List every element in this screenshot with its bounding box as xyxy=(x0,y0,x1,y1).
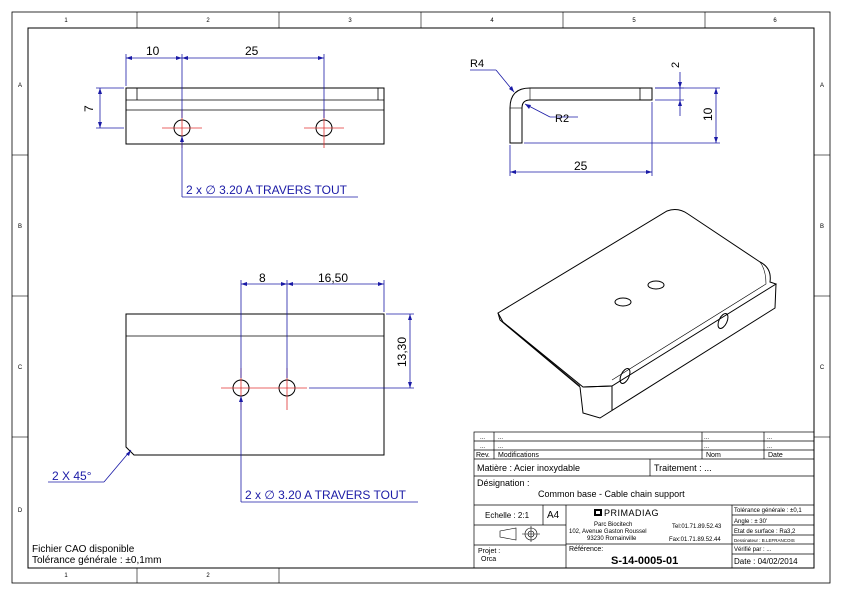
designation-label: Désignation : xyxy=(477,478,530,488)
project-label: Projet : xyxy=(478,548,500,555)
rev-row-2-mod: ... xyxy=(498,444,503,450)
iso-side-hole-1 xyxy=(619,368,631,384)
rev-row-1-mod: ... xyxy=(498,435,503,441)
address-line-2: 102, Avenue Gaston Roussel xyxy=(569,529,647,535)
surface-field: Etat de surface : Ra3,2 xyxy=(734,529,796,535)
iso-top-face xyxy=(497,209,778,388)
rev-header: Rev. xyxy=(476,452,490,459)
address-line-1: Parc Biocitech xyxy=(594,522,632,528)
col-label-6: 6 xyxy=(773,18,777,24)
nom-header: Nom xyxy=(706,452,721,459)
scale-field: Echelle : 2:1 xyxy=(485,511,530,520)
row-label-b-left: B xyxy=(18,224,22,230)
top-view: 10 25 7 2 x ∅ 3.20 A TRAVERS TOUT xyxy=(82,44,385,198)
company-tel: Tel:01.71.89.52.43 xyxy=(672,524,722,530)
company-fax: Fax:01.71.89.52.44 xyxy=(669,537,721,543)
date-field: Date : 04/02/2014 xyxy=(734,557,798,566)
reference-label: Référence: xyxy=(569,546,603,553)
address-line-3: 93230 Romainville xyxy=(587,536,637,542)
top-view-dim-7: 7 xyxy=(82,105,96,112)
col-label-4: 4 xyxy=(490,18,494,24)
front-view-dim-16-50: 16,50 xyxy=(318,271,348,285)
row-label-c-left: C xyxy=(18,365,23,371)
front-view-dim-8: 8 xyxy=(259,271,266,285)
modifications-header: Modifications xyxy=(498,452,539,459)
zone-ticks xyxy=(12,12,830,583)
reference-value: S-14-0005-01 xyxy=(611,555,678,567)
side-view-dim-2: 2 xyxy=(670,62,682,68)
angle-field: Angle : ± 30' xyxy=(734,519,767,525)
top-view-dim-25: 25 xyxy=(245,44,259,58)
row-label-d-left: D xyxy=(18,508,23,514)
title-block-frame xyxy=(473,431,815,569)
isometric-view xyxy=(497,209,778,419)
front-view-dim-13-30: 13,30 xyxy=(395,337,409,367)
iso-hole-2 xyxy=(647,280,665,290)
drafter-field: Dessinateur : B.LEFRANCOIS xyxy=(734,538,795,543)
front-view-chamfer: 2 X 45° xyxy=(52,469,92,483)
rev-row-1-rev: ... xyxy=(480,435,485,441)
format-field: A4 xyxy=(547,510,560,521)
material-field: Matière : Acier inoxydable xyxy=(477,463,580,473)
designation-value: Common base - Cable chain support xyxy=(538,489,685,499)
projection-symbol-icon xyxy=(499,526,540,542)
rev-row-1-date: ... xyxy=(767,435,772,441)
row-label-b-right: B xyxy=(820,224,824,230)
top-view-outline xyxy=(125,87,385,145)
treatment-field: Traitement : ... xyxy=(654,463,712,473)
rev-row-1-nom: ... xyxy=(704,435,709,441)
iso-hole-1 xyxy=(614,297,632,307)
side-view: R4 R2 2 10 25 xyxy=(470,58,720,176)
primadiag-logo-icon xyxy=(594,509,602,516)
checked-by-field: Vérifié par : ... xyxy=(734,547,772,553)
row-label-c-right: C xyxy=(820,365,825,371)
title-block: ... ... ... ... ... ... ... ... Rev. Mod… xyxy=(473,431,815,569)
front-view-hole-note: 2 x ∅ 3.20 A TRAVERS TOUT xyxy=(245,488,407,502)
bottom-col-label-1: 1 xyxy=(64,573,68,579)
rev-row-2-nom: ... xyxy=(704,444,709,450)
side-view-r4: R4 xyxy=(470,58,484,70)
rev-row-2-date: ... xyxy=(767,444,772,450)
col-label-5: 5 xyxy=(632,18,636,24)
zone-labels: 1 2 3 4 5 6 1 2 A B C D A B C xyxy=(18,18,825,579)
front-view: 8 16,50 13,30 2 X 45° 2 x ∅ 3.20 A TRAVE… xyxy=(48,271,418,503)
cad-file-note: Fichier CAO disponible xyxy=(32,544,135,555)
iso-side-hole-2 xyxy=(717,313,729,329)
rev-row-2-rev: ... xyxy=(480,444,485,450)
row-label-a-right: A xyxy=(820,83,824,89)
side-view-profile xyxy=(509,87,653,144)
general-tolerance-field: Tolérance générale : ±0,1 xyxy=(734,508,802,514)
col-label-3: 3 xyxy=(348,18,352,24)
side-view-r2: R2 xyxy=(555,113,569,125)
col-label-2: 2 xyxy=(206,18,210,24)
side-view-dim-10: 10 xyxy=(701,107,715,121)
date-header: Date xyxy=(768,452,783,459)
side-view-dim-25: 25 xyxy=(574,159,588,173)
front-view-outline xyxy=(125,313,385,456)
top-view-dim-10: 10 xyxy=(146,44,160,58)
company-name: PRIMADIAG xyxy=(604,508,659,518)
general-tolerance-note: Tolérance générale : ±0,1mm xyxy=(32,555,161,566)
row-label-a-left: A xyxy=(18,83,22,89)
bottom-col-label-2: 2 xyxy=(206,573,210,579)
project-value: Orca xyxy=(481,556,496,563)
col-label-1: 1 xyxy=(64,18,68,24)
top-view-hole-note: 2 x ∅ 3.20 A TRAVERS TOUT xyxy=(186,183,348,197)
